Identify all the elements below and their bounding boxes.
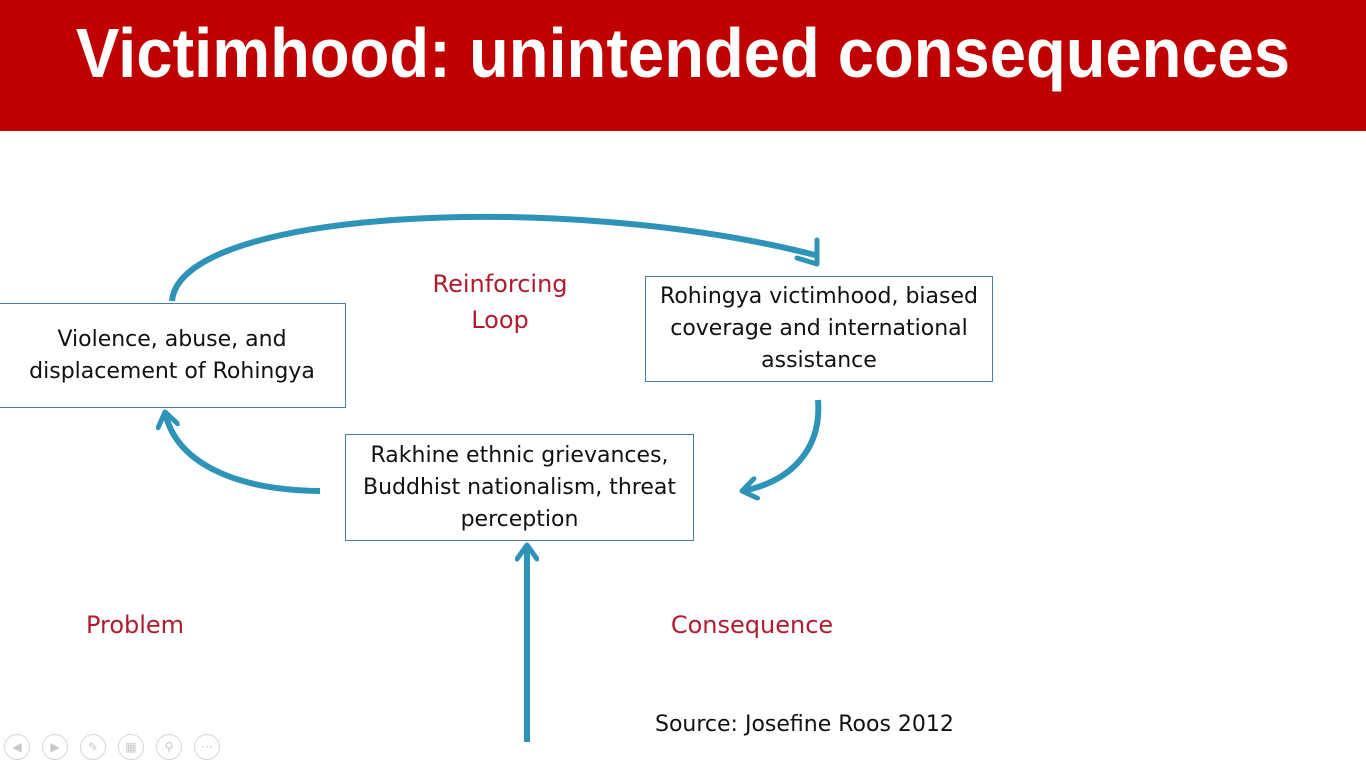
- arrow-top-head: [794, 237, 820, 267]
- node-victimhood: Rohingya victimhood, biased coverage and…: [645, 276, 993, 382]
- node-violence: Violence, abuse, and displacement of Roh…: [0, 303, 346, 408]
- next-icon[interactable]: ▶: [42, 734, 68, 760]
- slide-title: Victimhood: unintended consequences: [75, 14, 1291, 92]
- slides-icon[interactable]: ▦: [118, 734, 144, 760]
- problem-label: Problem: [85, 611, 185, 639]
- arrow-right-curve: [742, 399, 822, 491]
- title-bar: [0, 0, 1366, 131]
- pen-icon[interactable]: ✎: [80, 734, 106, 760]
- previous-icon[interactable]: ◀: [4, 734, 30, 760]
- zoom-icon[interactable]: ⚲: [156, 734, 182, 760]
- node-rakhine: Rakhine ethnic grievances, Buddhist nati…: [345, 434, 694, 541]
- arrow-top-loop: [169, 213, 816, 302]
- consequence-label: Consequence: [670, 611, 834, 639]
- arrow-left-curve: [165, 412, 321, 494]
- loop-label: Reinforcing Loop: [432, 270, 568, 334]
- more-icon[interactable]: ···: [194, 734, 220, 760]
- source-citation: Source: Josefine Roos 2012: [655, 712, 954, 737]
